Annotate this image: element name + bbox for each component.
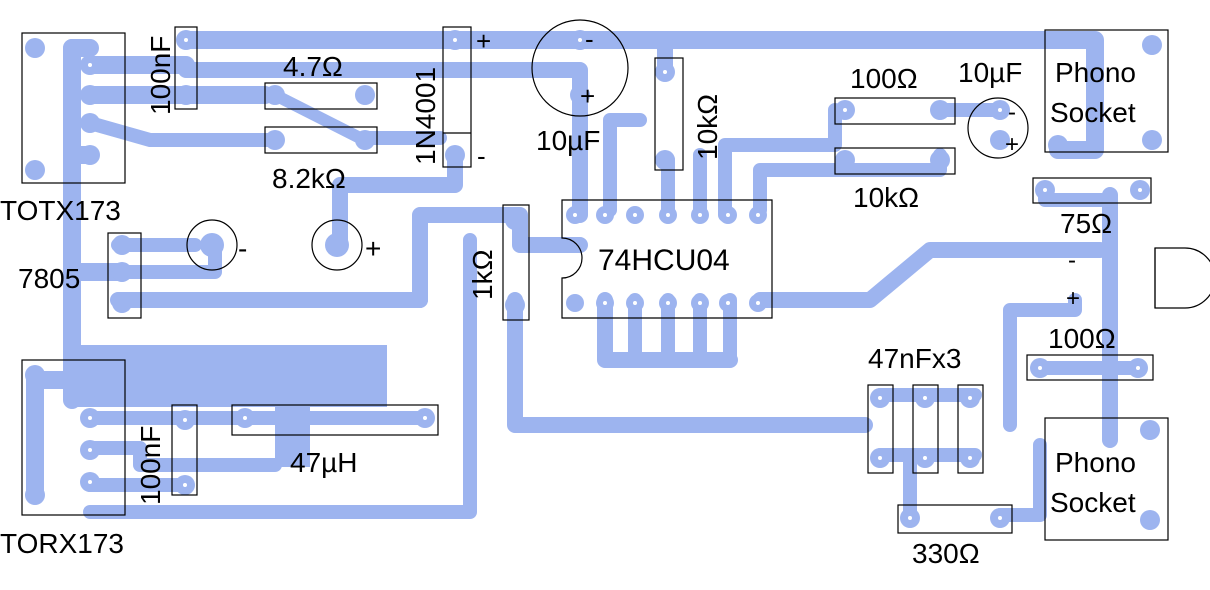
capacitor-47nf-2-outline (912, 384, 939, 474)
regulator-7805-label: 7805 (18, 263, 80, 294)
74hcu04-label: 74HCU04 (598, 244, 730, 277)
jumper-minus-marker: - (238, 233, 247, 264)
resistor-10k-b-outline (834, 147, 956, 175)
resistor-75-label: 75Ω (1060, 208, 1112, 239)
resistor-10k-vertical-outline (654, 57, 684, 171)
resistor-75-outline (1032, 177, 1152, 204)
diode-minus-marker: - (477, 141, 486, 171)
jumper-plus-marker: + (365, 233, 381, 264)
phono-socket-top-outline (1044, 29, 1169, 153)
resistor-4-7-outline (264, 82, 378, 110)
resistor-4-7-label: 4.7Ω (283, 51, 343, 82)
capacitor-10uf-b-outline (967, 97, 1029, 159)
resistor-100-a-outline (834, 97, 956, 125)
phono-socket-bottom-outline (1044, 417, 1169, 541)
capacitor-100nf-top-label: 100nF (145, 36, 176, 115)
capacitor-47nf-3-outline (957, 384, 984, 474)
drill-holes (88, 38, 1142, 520)
diode-label: 1N4001 (410, 67, 441, 165)
phono-socket-bottom-label-line1: Phono (1055, 447, 1136, 478)
resistor-100-b-outline (1026, 354, 1154, 381)
diode-plus-marker: + (476, 26, 491, 56)
led-outline (1154, 247, 1210, 309)
capacitor-10uf-b-label: 10µF (958, 57, 1022, 88)
component-outlines (21, 19, 1210, 541)
capacitor-10uf-b-plus-marker: + (1005, 131, 1019, 158)
phono-socket-bottom-label-line2: Socket (1050, 487, 1136, 518)
capacitor-10uf-a-minus-marker: - (585, 24, 594, 54)
resistor-100-b-label: 100Ω (1048, 323, 1116, 354)
led-minus-marker: - (1068, 247, 1076, 274)
resistor-8-2k-label: 8.2kΩ (272, 163, 346, 194)
resistor-1k-outline (502, 204, 530, 321)
capacitor-47nf-1-outline (867, 384, 894, 474)
resistor-330-label: 330Ω (912, 538, 980, 569)
resistor-8-2k-outline (264, 126, 378, 154)
capacitor-10uf-a-outline (531, 19, 629, 117)
resistor-1k-label: 1kΩ (467, 249, 498, 300)
resistor-10k-vertical-label: 10kΩ (692, 94, 723, 160)
totx173-label: TOTX173 (0, 195, 121, 226)
resistor-10k-b-label: 10kΩ (853, 182, 919, 213)
jumper-minus-outline (186, 219, 238, 271)
capacitor-10uf-a-plus-marker: + (580, 81, 595, 111)
regulator-7805-outline (107, 232, 142, 319)
phono-socket-top-label-line2: Socket (1050, 97, 1136, 128)
torx173-label: TORX173 (0, 528, 124, 559)
phono-socket-top-label-line1: Phono (1055, 57, 1136, 88)
jumper-plus-outline (311, 219, 363, 271)
inductor-47uh-label: 47µH (290, 447, 358, 478)
resistor-330-outline (897, 504, 1013, 534)
capacitors-47nf-label: 47nFx3 (868, 343, 961, 374)
capacitor-10uf-b-minus-marker: - (1008, 99, 1016, 126)
led-plus-marker: + (1066, 285, 1080, 312)
capacitor-100nf-bottom-label: 100nF (135, 426, 166, 505)
capacitor-10uf-a-label: 10µF (536, 125, 600, 156)
resistor-100-a-label: 100Ω (850, 63, 918, 94)
torx173-outline (21, 359, 126, 516)
component-labels: TOTX173 TORX173 7805 100nF 100nF 4.7Ω 8.… (0, 36, 1136, 569)
polarity-markers: + - - + - + - + - + (238, 24, 1080, 312)
copper-traces (26, 31, 1147, 522)
diode-outline (442, 26, 472, 168)
capacitor-100nf-top-outline (174, 26, 198, 110)
capacitor-100nf-bottom-outline (171, 404, 198, 496)
74hcu04-outline (561, 199, 773, 319)
totx173-outline (21, 32, 126, 184)
inductor-47uh-outline (231, 404, 439, 436)
